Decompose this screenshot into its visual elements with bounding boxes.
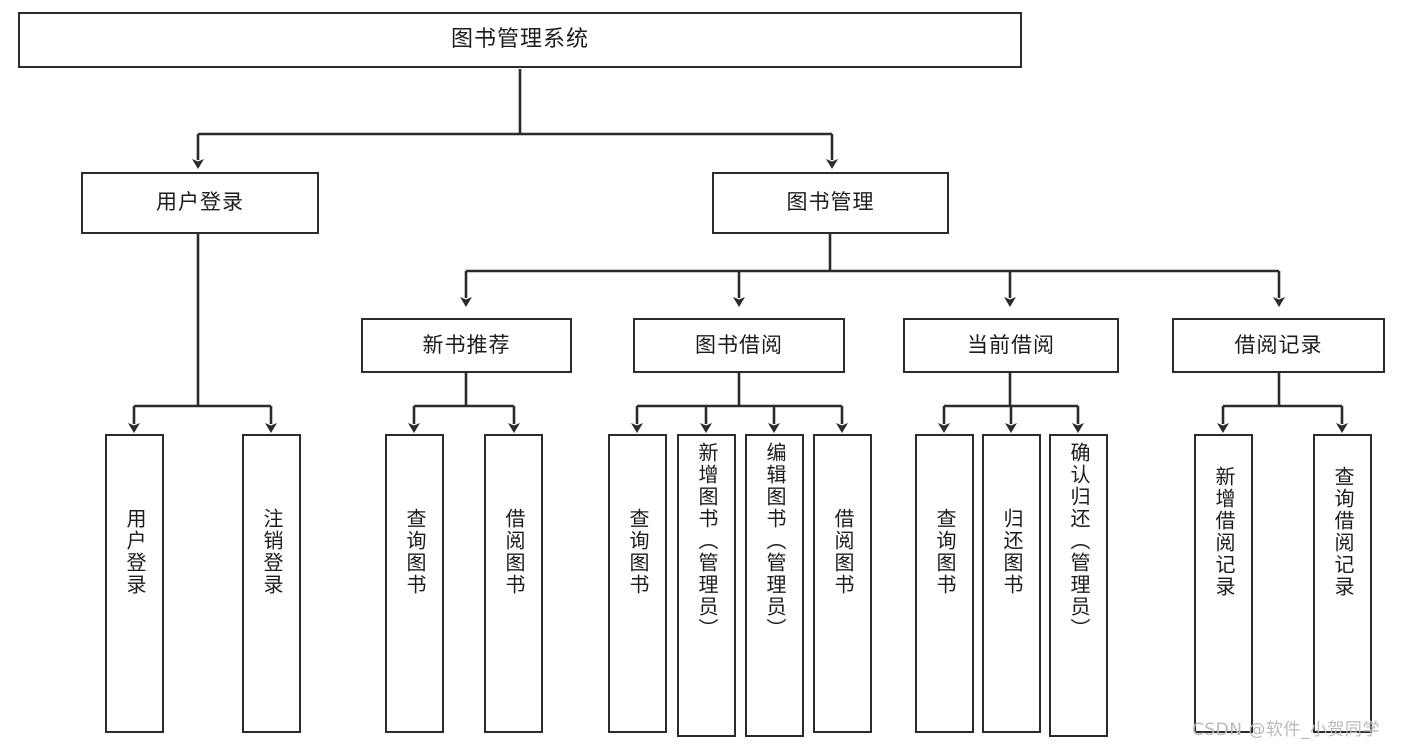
- node-borrow-record[interactable]: 借阅记录: [1172, 318, 1385, 373]
- leaf-user-login-logout[interactable]: 注销登录: [242, 434, 301, 733]
- node-label: 用户登录: [123, 508, 147, 596]
- leaf-borrow-query-book[interactable]: 查询图书: [608, 434, 667, 733]
- leaf-record-add-record[interactable]: 新增借阅记录: [1194, 434, 1253, 733]
- node-label: 查询图书: [933, 508, 957, 596]
- leaf-current-confirm-return-admin[interactable]: 确认归还（管理员）: [1049, 434, 1108, 737]
- node-label: 新增借阅记录: [1212, 466, 1236, 598]
- node-label: 借阅记录: [1234, 332, 1323, 357]
- leaf-borrow-add-book-admin[interactable]: 新增图书（管理员）: [677, 434, 736, 737]
- node-label: 新书推荐: [422, 332, 511, 357]
- node-user-login[interactable]: 用户登录: [81, 172, 319, 234]
- leaf-borrow-borrow-book[interactable]: 借阅图书: [813, 434, 872, 733]
- leaf-borrow-edit-book-admin[interactable]: 编辑图书（管理员）: [745, 434, 804, 737]
- leaf-new-book-query[interactable]: 查询图书: [385, 434, 444, 733]
- node-label: 图书管理: [786, 190, 875, 215]
- node-label: 用户登录: [156, 190, 244, 215]
- node-label: 编辑图书（管理员）: [763, 442, 787, 640]
- node-label: 归还图书: [1000, 508, 1024, 596]
- node-label: 图书管理系统: [450, 26, 589, 52]
- node-label: 查询图书: [403, 508, 427, 596]
- node-current-borrow[interactable]: 当前借阅: [903, 318, 1119, 373]
- node-book-borrow[interactable]: 图书借阅: [633, 318, 845, 373]
- node-label: 新增图书（管理员）: [695, 442, 719, 640]
- leaf-new-book-borrow[interactable]: 借阅图书: [484, 434, 543, 733]
- node-label: 查询图书: [626, 508, 650, 596]
- leaf-current-query-book[interactable]: 查询图书: [915, 434, 974, 733]
- leaf-user-login-login[interactable]: 用户登录: [105, 434, 164, 733]
- leaf-current-return-book[interactable]: 归还图书: [982, 434, 1041, 733]
- node-label: 借阅图书: [502, 508, 526, 596]
- leaf-record-query-record[interactable]: 查询借阅记录: [1313, 434, 1372, 733]
- node-label: 当前借阅: [967, 332, 1055, 357]
- node-book-management[interactable]: 图书管理: [712, 172, 949, 234]
- node-label: 借阅图书: [831, 508, 855, 596]
- node-new-book-recommend[interactable]: 新书推荐: [361, 318, 572, 373]
- node-label: 查询借阅记录: [1331, 466, 1355, 598]
- node-label: 注销登录: [260, 508, 284, 596]
- node-label: 图书借阅: [695, 332, 783, 357]
- csdn-watermark: CSDN @软件_小贺同学: [1192, 720, 1380, 740]
- node-label: 确认归还（管理员）: [1067, 442, 1091, 640]
- node-root-system[interactable]: 图书管理系统: [18, 12, 1022, 68]
